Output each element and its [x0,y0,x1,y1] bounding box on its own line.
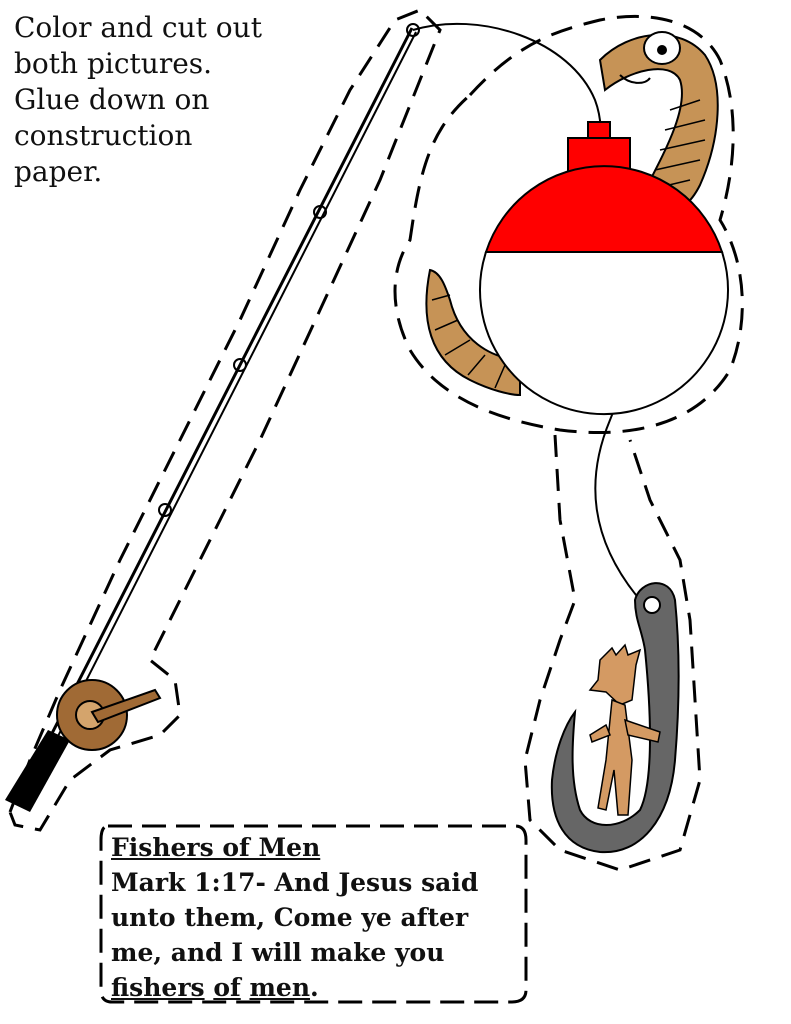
person [588,643,661,816]
verse-line: unto them, Come ye after [111,903,469,932]
verse-period: . [310,973,319,1002]
verse-line: Mark 1:17- And Jesus said [111,868,479,897]
worm [425,31,719,397]
verse-cut-outline [99,824,528,1004]
hook-cut-outline [523,434,702,872]
hook [550,582,680,854]
verse-box: Fishers of Men Mark 1:17- And Jesus said… [101,826,524,1002]
verse-word: of [213,973,241,1002]
rod-cut-outline [8,8,442,832]
verse-word: fishers [111,973,205,1002]
bobber [479,121,729,416]
verse-title: Fishers of Men [111,833,321,862]
reel [56,679,162,751]
verse-word: men [249,973,311,1002]
instructions-text: Color and cut out both pictures. Glue do… [14,11,262,188]
verse-line: me, and I will make you [111,938,445,967]
verse-line: fishers of men. [111,970,524,1005]
fishing-rod [5,23,420,812]
